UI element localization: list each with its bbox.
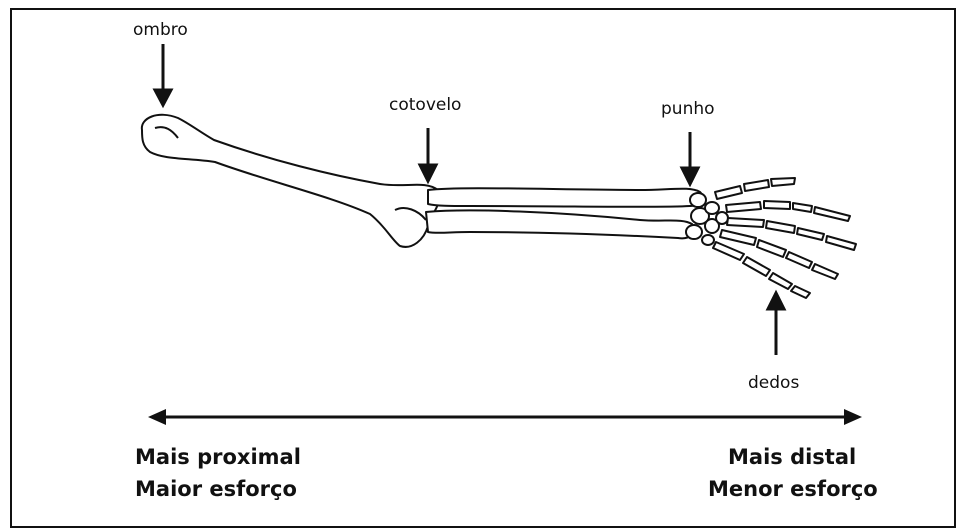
arm-skeleton-illustration — [0, 0, 959, 511]
forearm-bones — [426, 188, 702, 238]
scale-right-line1: Mais distal — [728, 441, 856, 473]
wrist-label: punho — [661, 99, 715, 119]
scale-left-line1: Mais proximal — [135, 441, 301, 473]
proximal-distal-scale-arrow — [148, 409, 862, 425]
scale-right-line2: Menor esforço — [708, 473, 878, 505]
finger-bones — [713, 178, 856, 298]
shoulder-label: ombro — [133, 20, 188, 40]
elbow-label: cotovelo — [389, 95, 461, 115]
scale-left-line2: Maior esforço — [135, 473, 297, 505]
fingers-label: dedos — [748, 373, 799, 393]
humerus-bone — [142, 115, 440, 247]
